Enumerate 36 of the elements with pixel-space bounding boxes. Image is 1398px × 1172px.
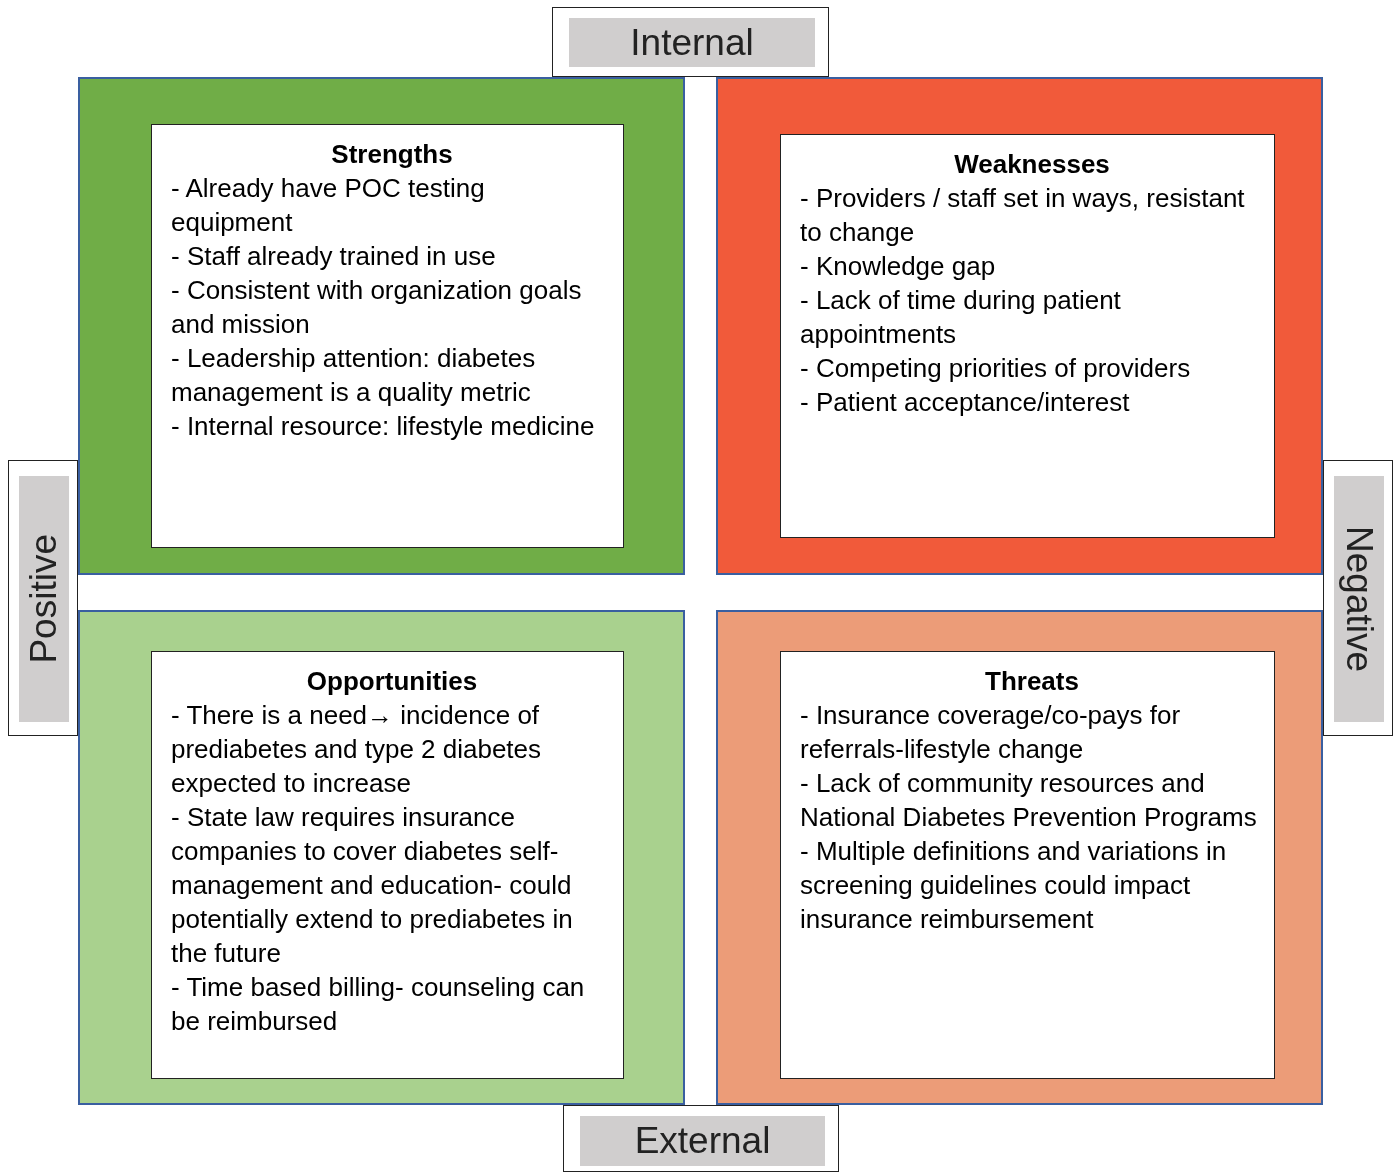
bullet-item: - Staff already trained in use <box>171 240 497 273</box>
bullet-item: - There is a need→ incidence of prediabetes and type 2 diabetes expected to increase <box>171 699 543 800</box>
bullet-item: - Already have POC testing equipment <box>171 172 486 239</box>
bullet-item: - Lack of time during patient appointments <box>800 284 1122 351</box>
bullet-item: - Leadership attention: diabetes management is a quality metric <box>171 342 537 409</box>
label-frame <box>1323 460 1393 736</box>
bullet-item: - Insurance coverage/co-pays for referrals-lifestyle change <box>800 699 1182 766</box>
quadrant-heading: Opportunities <box>305 665 479 698</box>
axis-label: Negative <box>1334 476 1384 722</box>
quadrant-panel <box>716 77 1323 575</box>
quadrant-panel <box>716 610 1323 1105</box>
axis-label: Internal <box>569 18 815 67</box>
text-card <box>780 134 1275 538</box>
bullet-item: - Patient acceptance/interest <box>800 386 1131 419</box>
bullet-item: - Consistent with organization goals and mission <box>171 274 583 341</box>
bullet-item: - Knowledge gap <box>800 250 997 283</box>
text-card <box>780 651 1275 1079</box>
text-card <box>151 124 624 548</box>
quadrant-panel <box>78 610 685 1105</box>
axis-label: External <box>580 1116 825 1166</box>
bullet-item: - Time based billing- counseling can be reimbursed <box>171 971 586 1038</box>
bullet-item: - Multiple definitions and variations in screening guidelines could impact insurance reimbursement <box>800 835 1228 936</box>
label-frame <box>552 7 829 77</box>
bullet-item: - Internal resource: lifestyle medicine <box>171 410 596 443</box>
quadrant-heading: Threats <box>984 665 1080 698</box>
bullet-item: - Providers / staff set in ways, resistant to change <box>800 182 1246 249</box>
label-frame <box>563 1105 839 1172</box>
label-frame <box>8 460 78 736</box>
quadrant-panel <box>78 77 685 575</box>
quadrant-heading: Weaknesses <box>953 148 1111 181</box>
text-card <box>151 651 624 1079</box>
quadrant-heading: Strengths <box>330 138 454 171</box>
bullet-item: - Lack of community resources and National Diabetes Prevention Programs <box>800 767 1258 834</box>
axis-label: Positive <box>19 476 69 722</box>
bullet-item: - State law requires insurance companies to cover diabetes self-management and education- could potentially extend to prediabetes in the future <box>171 801 574 970</box>
bullet-item: - Competing priorities of providers <box>800 352 1192 385</box>
